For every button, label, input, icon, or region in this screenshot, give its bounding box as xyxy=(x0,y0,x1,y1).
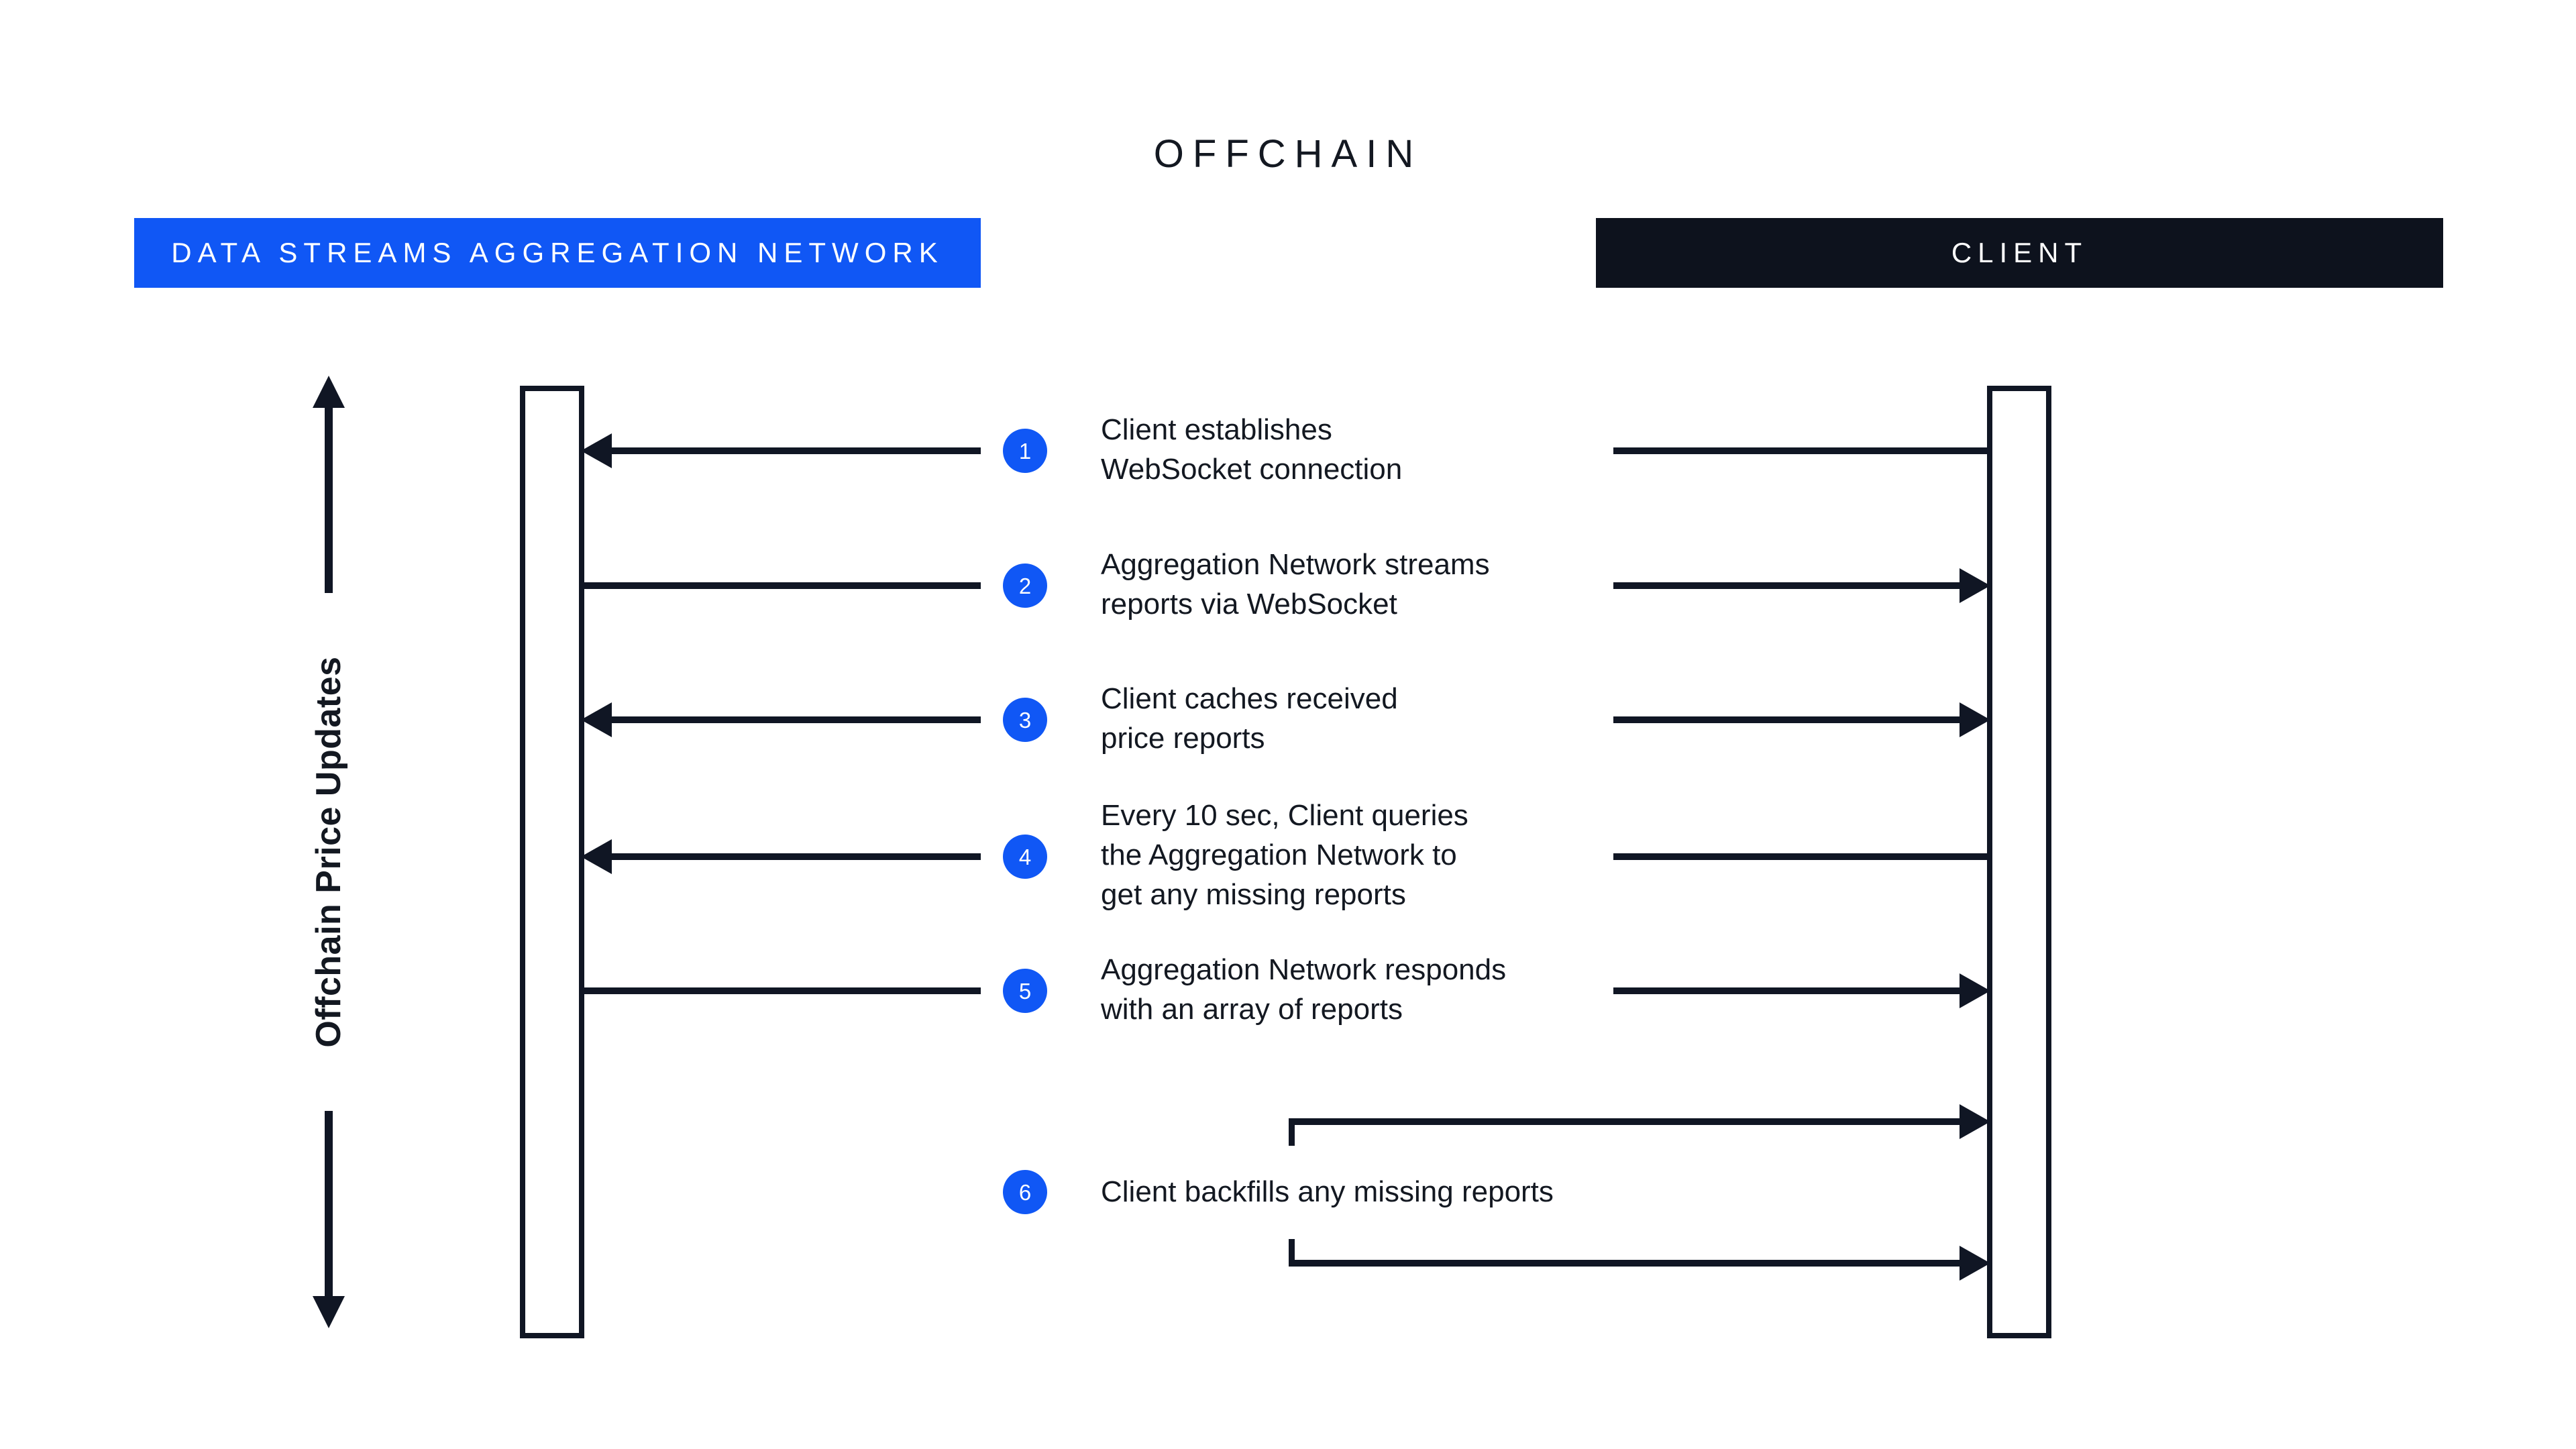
step-text-5: Aggregation Network responds with an arr… xyxy=(1101,953,1507,1026)
column-header-aggregation-network: DATA STREAMS AGGREGATION NETWORK xyxy=(134,218,981,288)
step-badge-3: 3 xyxy=(1003,698,1047,742)
lifeline-client xyxy=(1987,386,2051,1338)
double-headed-arrow-icon xyxy=(313,376,345,1328)
step-badge-4: 4 xyxy=(1003,835,1047,879)
step-text-4: Every 10 sec, Client queries the Aggrega… xyxy=(1101,799,1468,911)
step-text-2: Aggregation Network streams reports via … xyxy=(1101,548,1490,621)
column-header-client: CLIENT xyxy=(1596,218,2443,288)
step-badge-6: 6 xyxy=(1003,1170,1047,1214)
bracket-stub-bottom xyxy=(1289,1239,1295,1263)
page-title: OFFCHAIN xyxy=(1153,132,1423,176)
lifeline-aggregation-network xyxy=(520,386,584,1338)
step-text-1: Client establishes WebSocket connection xyxy=(1101,413,1403,486)
bracket-stub-top xyxy=(1289,1122,1295,1146)
step-badge-1: 1 xyxy=(1003,429,1047,473)
step-badge-5: 5 xyxy=(1003,969,1047,1013)
axis-label: Offchain Price Updates xyxy=(309,656,348,1048)
step-badge-2: 2 xyxy=(1003,564,1047,608)
step-text-3: Client caches received price reports xyxy=(1101,682,1398,755)
column-header-client-label: CLIENT xyxy=(1951,237,2088,268)
step-text-6: Client backfills any missing reports xyxy=(1101,1175,1554,1208)
column-header-aggregation-network-label: DATA STREAMS AGGREGATION NETWORK xyxy=(171,237,944,268)
offchain-price-updates-axis: Offchain Price Updates xyxy=(282,376,376,1328)
